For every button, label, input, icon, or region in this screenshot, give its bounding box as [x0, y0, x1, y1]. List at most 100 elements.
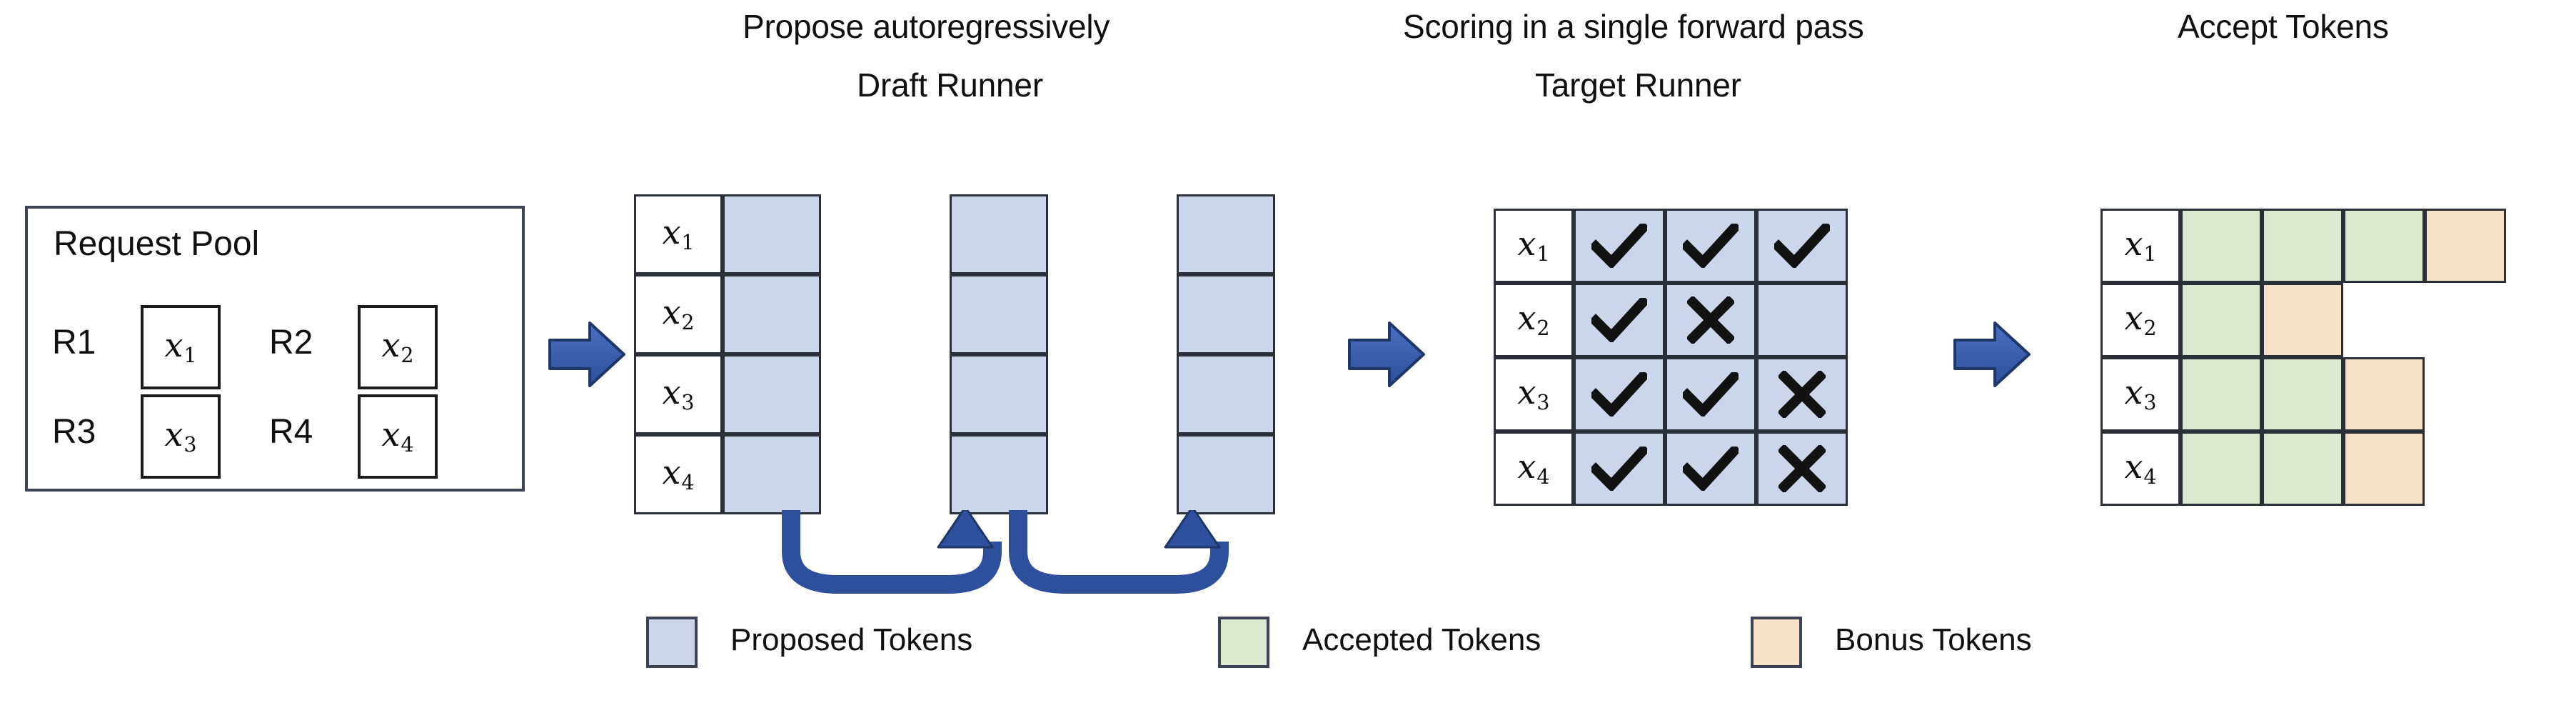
flow-arrow-pool-to-draft	[548, 320, 627, 392]
accept-cell-r4-c2	[2262, 432, 2343, 506]
accept-row-label-4: x4	[2100, 432, 2180, 506]
check-icon	[1667, 359, 1754, 429]
draft-row-label-2: x2	[634, 274, 723, 354]
target-row-label-3: x3	[1494, 357, 1574, 432]
heading-draft-runner: Draft Runner	[857, 66, 1043, 104]
draft-proposed-cell-c3-r1	[1177, 194, 1275, 274]
token-glyph: x3	[1517, 372, 1550, 414]
target-score-cell-r2-c2	[1665, 283, 1756, 357]
accept-row-label-1: x1	[2100, 209, 2180, 283]
token-glyph: x4	[662, 452, 695, 494]
check-icon	[1667, 211, 1754, 281]
target-row-label-1: x1	[1494, 209, 1574, 283]
flow-arrow-draft-to-target	[1348, 320, 1427, 392]
draft-row-label-4: x4	[634, 434, 723, 514]
draft-row-label-3: x3	[634, 354, 723, 434]
token-glyph: x3	[164, 414, 197, 457]
request-token-box-r2: x2	[358, 305, 438, 389]
check-icon	[1759, 211, 1846, 281]
request-token-box-r4: x4	[358, 394, 438, 479]
legend-label-bonus: Bonus Tokens	[1835, 622, 2032, 657]
token-glyph: x4	[1517, 447, 1550, 489]
cross-icon	[1759, 434, 1846, 504]
token-glyph: x1	[164, 325, 197, 367]
flow-arrow-target-to-accept	[1953, 320, 2032, 392]
token-glyph: x2	[662, 292, 695, 334]
token-glyph: x1	[662, 212, 695, 254]
cross-icon	[1759, 359, 1846, 429]
accept-cell-r1-c1	[2180, 209, 2262, 283]
draft-loop-arrow-1	[778, 506, 1014, 601]
accept-row-label-2: x2	[2100, 283, 2180, 357]
target-score-cell-r4-c3	[1756, 432, 1848, 506]
accept-cell-r2-c1	[2180, 283, 2262, 357]
heading-target-runner: Target Runner	[1535, 66, 1741, 104]
draft-proposed-cell-c1-r1	[723, 194, 821, 274]
request-pool-title: Request Pool	[54, 225, 260, 263]
token-glyph: x4	[2124, 447, 2157, 489]
draft-proposed-cell-c2-r3	[950, 354, 1048, 434]
target-score-cell-r2-c3-empty	[1756, 283, 1848, 357]
cross-icon	[1667, 285, 1754, 355]
draft-row-label-1: x1	[634, 194, 723, 274]
heading-propose-autoregressively: Propose autoregressively	[743, 8, 1110, 45]
target-row-label-4: x4	[1494, 432, 1574, 506]
request-label-r4: R4	[269, 413, 313, 451]
legend: Proposed Tokens Accepted Tokens Bonus To…	[0, 611, 2576, 682]
check-icon	[1576, 359, 1663, 429]
token-glyph: x1	[1517, 224, 1550, 266]
legend-swatch-bonus	[1751, 617, 1802, 668]
accept-cell-r3-c1	[2180, 357, 2262, 432]
token-glyph: x2	[381, 325, 414, 367]
token-glyph: x2	[2124, 298, 2157, 340]
heading-accept-tokens: Accept Tokens	[2178, 8, 2389, 45]
check-icon	[1667, 434, 1754, 504]
target-score-cell-r2-c1	[1574, 283, 1665, 357]
draft-proposed-cell-c2-r2	[950, 274, 1048, 354]
draft-proposed-cell-c1-r3	[723, 354, 821, 434]
request-pool-panel: Request Pool R1 x1 R2 x2 R3 x3 R4 x4	[25, 206, 525, 492]
draft-loop-arrow-2	[1005, 506, 1241, 601]
legend-label-proposed: Proposed Tokens	[730, 622, 973, 657]
target-score-cell-r1-c2	[1665, 209, 1756, 283]
check-icon	[1576, 211, 1663, 281]
target-score-cell-r1-c1	[1574, 209, 1665, 283]
accept-cell-r3-c2	[2262, 357, 2343, 432]
token-glyph: x1	[2124, 224, 2157, 266]
target-score-cell-r3-c2	[1665, 357, 1756, 432]
accept-cell-r2-c2-bonus	[2262, 283, 2343, 357]
check-icon	[1576, 434, 1663, 504]
draft-proposed-cell-c3-r4	[1177, 434, 1275, 514]
accept-cell-r4-c1	[2180, 432, 2262, 506]
target-score-cell-r4-c2	[1665, 432, 1756, 506]
draft-proposed-cell-c2-r4	[950, 434, 1048, 514]
accept-cell-r1-c2	[2262, 209, 2343, 283]
legend-swatch-proposed	[646, 617, 698, 668]
request-label-r2: R2	[269, 324, 313, 362]
legend-swatch-accepted	[1218, 617, 1269, 668]
accept-cell-r3-c3-bonus	[2343, 357, 2425, 432]
request-token-box-r1: x1	[141, 305, 221, 389]
accept-cell-r1-c4-bonus	[2425, 209, 2506, 283]
target-row-label-2: x2	[1494, 283, 1574, 357]
draft-proposed-cell-c1-r2	[723, 274, 821, 354]
target-score-cell-r4-c1	[1574, 432, 1665, 506]
token-glyph: x2	[1517, 298, 1550, 340]
draft-proposed-cell-c3-r3	[1177, 354, 1275, 434]
target-score-cell-r3-c1	[1574, 357, 1665, 432]
draft-proposed-cell-c1-r4	[723, 434, 821, 514]
accept-row-label-3: x3	[2100, 357, 2180, 432]
token-glyph: x3	[662, 372, 695, 414]
target-score-cell-r1-c3	[1756, 209, 1848, 283]
request-label-r3: R3	[52, 413, 96, 451]
request-label-r1: R1	[52, 324, 96, 362]
legend-label-accepted: Accepted Tokens	[1302, 622, 1541, 657]
draft-proposed-cell-c2-r1	[950, 194, 1048, 274]
token-glyph: x3	[2124, 372, 2157, 414]
check-icon	[1576, 285, 1663, 355]
request-token-box-r3: x3	[141, 394, 221, 479]
heading-scoring-single-forward-pass: Scoring in a single forward pass	[1403, 8, 1864, 45]
token-glyph: x4	[381, 414, 414, 457]
accept-cell-r1-c3	[2343, 209, 2425, 283]
